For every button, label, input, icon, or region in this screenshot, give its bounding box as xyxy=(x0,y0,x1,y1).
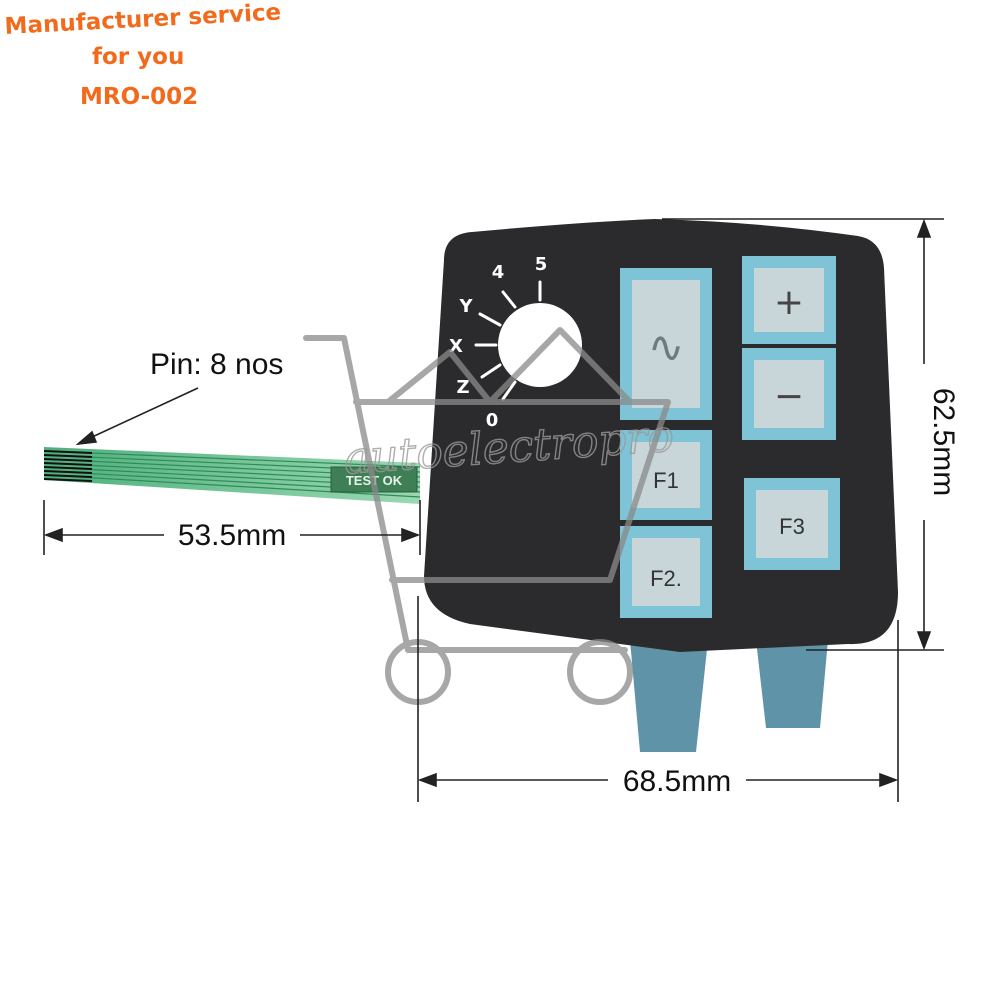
connector-tab-left xyxy=(630,640,708,752)
key-plus[interactable]: + xyxy=(742,256,836,344)
banner-line-3: MRO-002 xyxy=(80,84,199,110)
banner-line-2: for you xyxy=(92,44,185,70)
width-label: 68.5mm xyxy=(623,765,731,798)
connector-tabs xyxy=(630,640,828,752)
dial-label-4: 4 xyxy=(492,262,505,283)
connector-tab-right xyxy=(756,640,828,728)
dimension-lines xyxy=(43,218,944,802)
height-label: 62.5mm xyxy=(927,388,960,496)
key-f1-label: F1 xyxy=(653,468,679,493)
dial-label-5: 5 xyxy=(535,254,548,275)
dial-label-z: Z xyxy=(456,377,469,398)
key-wave[interactable]: ∿ xyxy=(620,268,712,420)
promo-banner: Manufacturer service for you MRO-002 xyxy=(0,0,282,120)
key-f2-label: F2. xyxy=(650,566,682,591)
cart-icon xyxy=(303,335,628,653)
cable-length-label: 53.5mm xyxy=(178,519,286,552)
dial-label-y: Y xyxy=(458,296,473,317)
key-minus[interactable]: − xyxy=(742,348,836,440)
pin-count-label: Pin: 8 nos xyxy=(150,348,283,381)
key-f3[interactable]: F3 xyxy=(744,478,840,570)
key-f3-label: F3 xyxy=(779,514,805,539)
dial-label-0: 0 xyxy=(486,410,499,431)
cable-contacts xyxy=(43,450,93,482)
plus-icon: + xyxy=(774,282,804,323)
minus-icon: − xyxy=(774,376,804,417)
selector-dial: 5 4 Y X Z 0 xyxy=(449,254,582,431)
dial-hole xyxy=(498,303,582,387)
key-f2[interactable]: F2. xyxy=(620,526,712,618)
key-f1[interactable]: F1 xyxy=(620,430,712,520)
ribbon-cable: TEST OK xyxy=(43,447,421,504)
wave-icon: ∿ xyxy=(648,322,685,373)
